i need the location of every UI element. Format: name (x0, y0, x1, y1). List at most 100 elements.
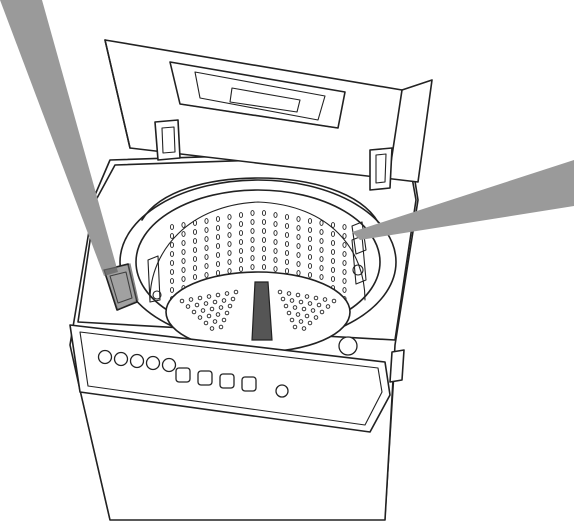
perforation-hole (308, 219, 311, 224)
perforation-hole (320, 275, 323, 280)
perforation-hole (331, 223, 334, 228)
perforation-hole (343, 279, 346, 284)
perforation-hole (216, 262, 219, 267)
pulsator-hole (231, 297, 235, 301)
perforation-hole (170, 252, 173, 257)
perforation-hole (331, 268, 334, 273)
pulsator-hole (189, 298, 193, 302)
perforation-hole (285, 269, 288, 274)
pulsator-hole (302, 327, 306, 331)
perforation-hole (274, 222, 277, 227)
perforation-hole (193, 257, 196, 262)
perforation-hole (308, 228, 311, 233)
pulsator-hole (278, 290, 282, 294)
pulsator-hole (210, 307, 214, 311)
perforation-hole (228, 251, 231, 256)
pulsator-hole (296, 313, 300, 317)
pulsator-hole (204, 302, 208, 306)
square-button (242, 377, 256, 391)
pulsator-hole (201, 309, 205, 313)
perforation-hole (216, 244, 219, 249)
perforation-hole (251, 238, 254, 243)
perforation-hole (216, 271, 219, 276)
pulsator-hole (287, 311, 291, 315)
perforation-hole (274, 240, 277, 245)
perforation-hole (320, 248, 323, 253)
perforation-hole (228, 242, 231, 247)
pulsator-hole (186, 305, 190, 309)
perforation-hole (308, 273, 311, 278)
perforation-hole (182, 241, 185, 246)
perforation-hole (262, 211, 265, 216)
perforation-hole (320, 266, 323, 271)
program-knob (276, 385, 288, 397)
perforation-hole (343, 261, 346, 266)
perforation-hole (308, 264, 311, 269)
pulsator-hole (299, 300, 303, 304)
pulsator-hole (317, 303, 321, 307)
perforation-hole (297, 244, 300, 249)
perforation-hole (320, 239, 323, 244)
pulsator-hole (290, 299, 294, 303)
pulsator-hole (302, 307, 306, 311)
pulsator-hole (308, 302, 312, 306)
perforation-hole (343, 225, 346, 230)
pulsator-hole (234, 290, 238, 294)
perforation-hole (343, 288, 346, 293)
pulsator-hole (332, 299, 336, 303)
perforation-hole (216, 253, 219, 258)
pulsator-hole (180, 299, 184, 303)
perforation-hole (343, 270, 346, 275)
pulsator-hole (287, 292, 291, 296)
perforation-hole (239, 222, 242, 227)
pulsator-hole (198, 296, 202, 300)
pulsator-hole (213, 320, 217, 324)
perforation-hole (262, 238, 265, 243)
pulsator-hole (281, 297, 285, 301)
perforation-hole (170, 288, 173, 293)
pulsator-hole (210, 327, 214, 331)
pulsator-hole (308, 321, 312, 325)
perforation-hole (262, 265, 265, 270)
pulsator-hole (314, 296, 318, 300)
pulsator-hole (219, 306, 223, 310)
perforation-hole (228, 224, 231, 229)
pulsator-hole (305, 295, 309, 299)
pulsator-hole (207, 295, 211, 299)
pulsator-hole (296, 293, 300, 297)
perforation-hole (251, 211, 254, 216)
pulsator-hole (216, 293, 220, 297)
perforation-hole (205, 228, 208, 233)
perforation-hole (343, 252, 346, 257)
perforation-hole (182, 223, 185, 228)
perforation-hole (170, 270, 173, 275)
perforation-hole (239, 213, 242, 218)
pulsator-hole (311, 309, 315, 313)
pulsator-hole (195, 303, 199, 307)
pulsator-hole (225, 311, 229, 315)
perforation-hole (251, 247, 254, 252)
perforation-hole (331, 259, 334, 264)
perforation-hole (228, 269, 231, 274)
perforation-hole (170, 279, 173, 284)
pulsator-hole (222, 299, 226, 303)
pulsator-hole (326, 305, 330, 309)
pulsator-hole (293, 325, 297, 329)
round-button (163, 359, 176, 372)
perforation-hole (262, 220, 265, 225)
perforation-hole (251, 265, 254, 270)
perforation-hole (193, 275, 196, 280)
perforation-hole (343, 243, 346, 248)
pulsator-hole (228, 304, 232, 308)
perforation-hole (228, 233, 231, 238)
perforation-hole (274, 231, 277, 236)
pulsator-hole (213, 300, 217, 304)
perforation-hole (285, 233, 288, 238)
perforation-hole (262, 247, 265, 252)
round-button (115, 353, 128, 366)
perforation-hole (182, 268, 185, 273)
perforation-hole (274, 249, 277, 254)
perforation-hole (331, 250, 334, 255)
perforation-hole (308, 246, 311, 251)
perforation-hole (274, 267, 277, 272)
